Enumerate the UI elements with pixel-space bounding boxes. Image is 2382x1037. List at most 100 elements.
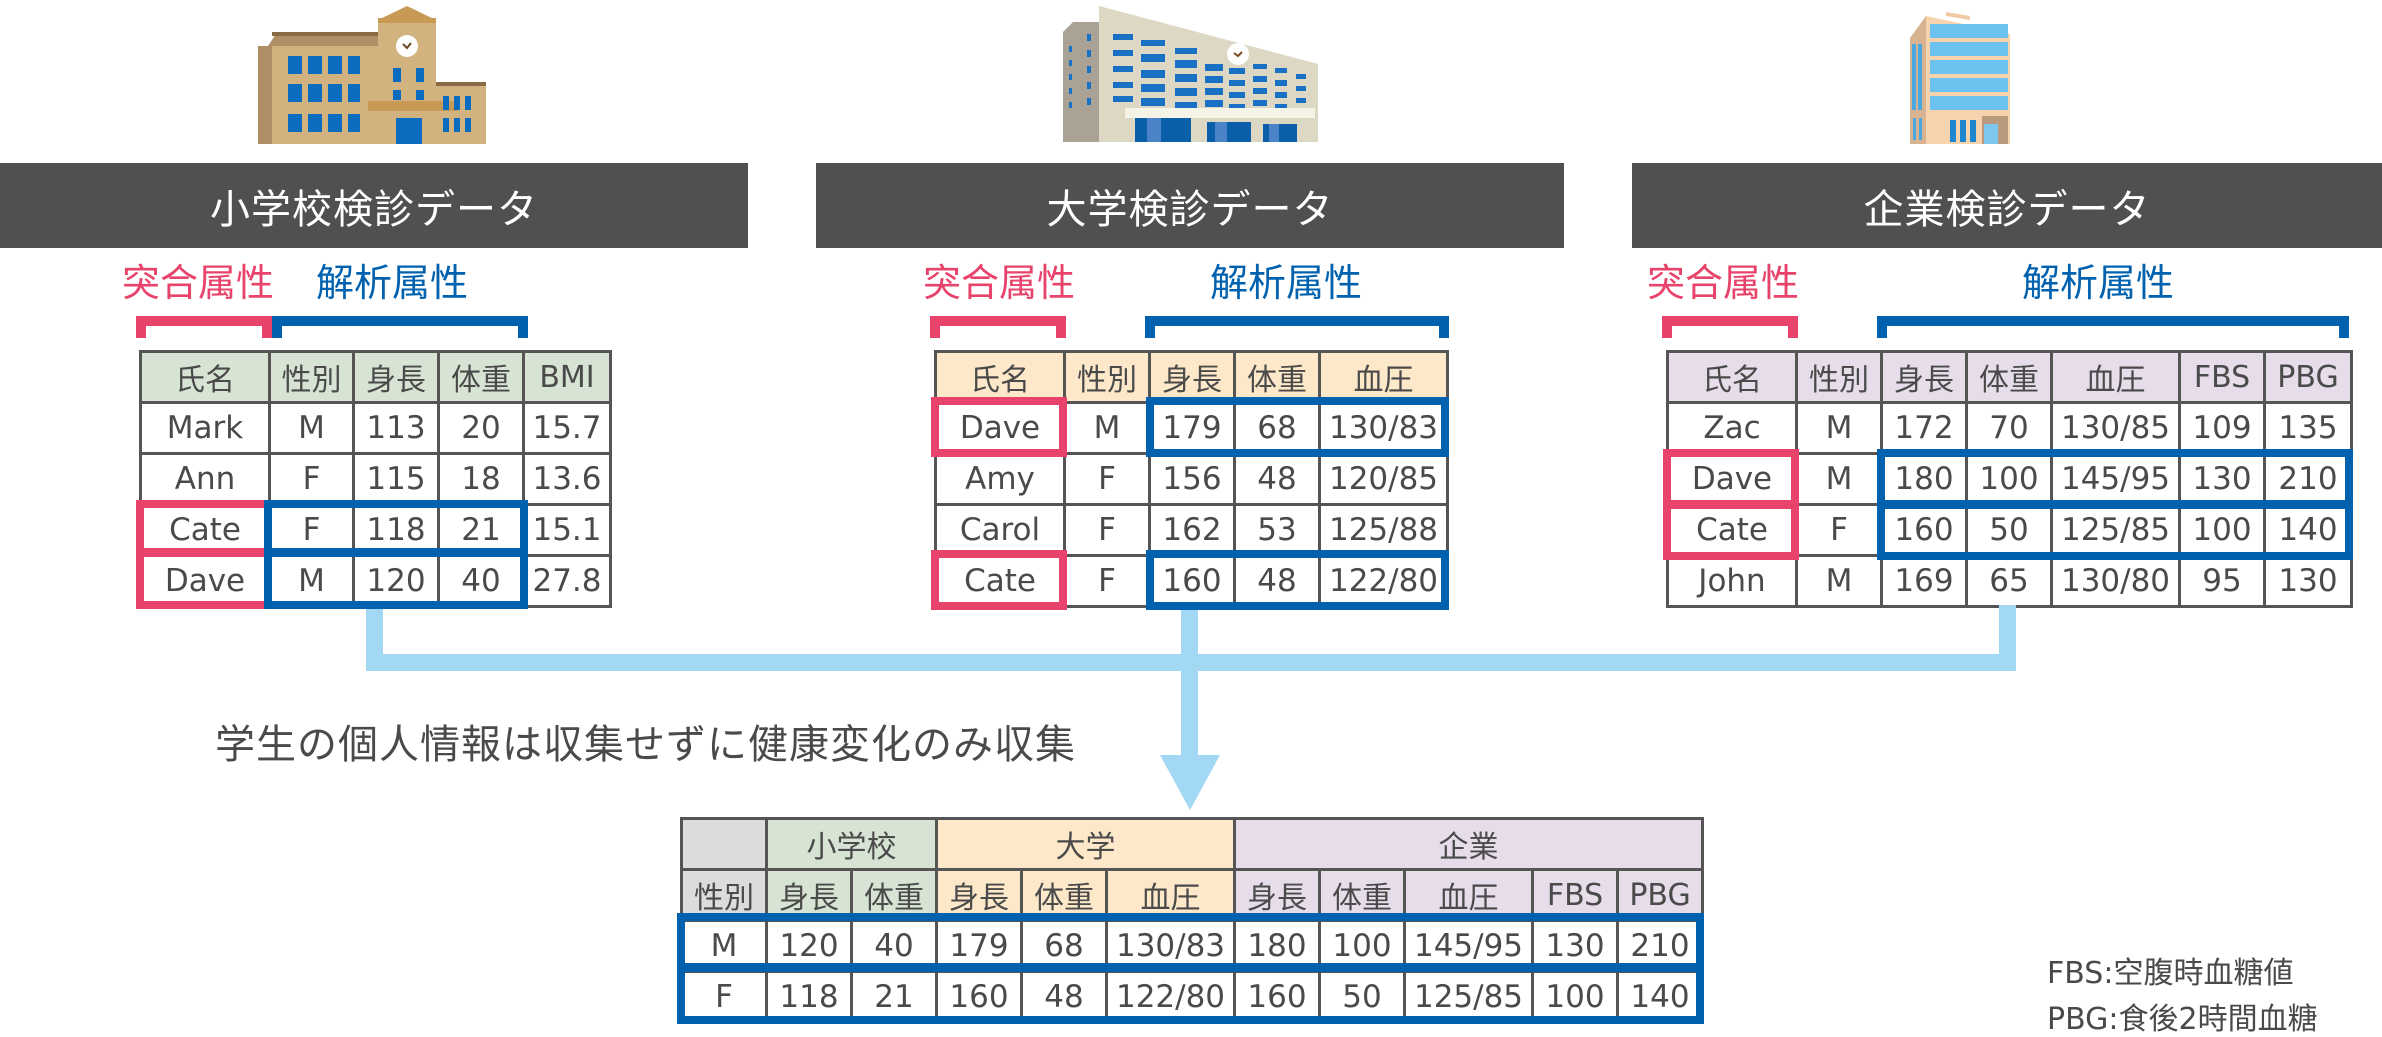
table-row: Cate F 118 21 15.1 bbox=[139, 503, 612, 557]
table-cell: M bbox=[680, 919, 768, 973]
note-fbs: FBS:空腹時血糖値 bbox=[2047, 956, 2294, 991]
table-header-row: 氏名 性別 身長 体重 BMI bbox=[139, 350, 612, 404]
table-cell: 95 bbox=[2178, 554, 2266, 608]
table-cell: 160 bbox=[1880, 503, 1968, 557]
key-attribute-label: 突合属性 bbox=[122, 261, 275, 305]
table-header-row: 氏名 性別 身長 体重 血圧 bbox=[934, 350, 1449, 404]
table-row: F 118 21 160 48 122/80 160 50 125/85 100… bbox=[680, 970, 1705, 1024]
company-health-table: 氏名 性別 身長 体重 血圧 FBS PBG Zac M 172 70 130/… bbox=[1666, 350, 2353, 608]
table-cell: Mark bbox=[139, 401, 271, 455]
analysis-attribute-label: 解析属性 bbox=[316, 261, 469, 305]
column-header: 体重 bbox=[1965, 350, 2053, 404]
university-building-icon bbox=[1063, 6, 1318, 142]
table-cell: 18 bbox=[437, 452, 525, 506]
table-row: John M 169 65 130/80 95 130 bbox=[1666, 554, 2353, 608]
column-header: PBG bbox=[2263, 350, 2353, 404]
column-header: 性別 bbox=[680, 868, 768, 922]
table-cell: 27.8 bbox=[522, 554, 612, 608]
table-cell: 130 bbox=[1531, 919, 1619, 973]
table-cell: 125/85 bbox=[2050, 503, 2181, 557]
table-cell: M bbox=[1795, 401, 1883, 455]
section-title: 小学校検診データ bbox=[210, 186, 538, 233]
school-building-icon bbox=[258, 6, 486, 144]
table-cell: 50 bbox=[1965, 503, 2053, 557]
section-header-school: 小学校検診データ bbox=[0, 163, 748, 248]
column-header: 血圧 bbox=[1318, 350, 1449, 404]
table-cell: 179 bbox=[1148, 401, 1236, 455]
key-attribute-bracket bbox=[136, 316, 272, 338]
table-cell: 15.1 bbox=[522, 503, 612, 557]
column-header: BMI bbox=[522, 350, 612, 404]
table-cell: 53 bbox=[1233, 503, 1321, 557]
table-cell: Dave bbox=[1666, 452, 1798, 506]
office-building-icon bbox=[1910, 12, 2010, 144]
caption-text: 学生の個人情報は収集せずに健康変化のみ収集 bbox=[215, 722, 1076, 768]
column-header: 身長 bbox=[352, 350, 440, 404]
table-cell: 210 bbox=[1615, 919, 1705, 973]
table-cell: 50 bbox=[1318, 970, 1406, 1024]
section-header-company: 企業検診データ bbox=[1632, 163, 2382, 248]
key-attribute-label: 突合属性 bbox=[923, 261, 1076, 305]
column-header: 体重 bbox=[1233, 350, 1321, 404]
table-cell: 140 bbox=[1615, 970, 1705, 1024]
table-row: Mark M 113 20 15.7 bbox=[139, 401, 612, 455]
table-row: Carol F 162 53 125/88 bbox=[934, 503, 1449, 557]
table-cell: 130 bbox=[2178, 452, 2266, 506]
key-attribute-label: 突合属性 bbox=[1647, 261, 1800, 305]
table-cell: Dave bbox=[139, 554, 271, 608]
table-cell: F bbox=[680, 970, 768, 1024]
table-cell: F bbox=[1063, 554, 1151, 608]
column-header: 体重 bbox=[1020, 868, 1108, 922]
table-row: Ann F 115 18 13.6 bbox=[139, 452, 612, 506]
column-header: 身長 bbox=[1148, 350, 1236, 404]
table-cell: Dave bbox=[934, 401, 1066, 455]
table-cell: 113 bbox=[352, 401, 440, 455]
table-cell: 145/95 bbox=[2050, 452, 2181, 506]
table-cell: M bbox=[1063, 401, 1151, 455]
column-header: 血圧 bbox=[1403, 868, 1534, 922]
table-cell: 40 bbox=[850, 919, 938, 973]
table-cell: 120 bbox=[765, 919, 853, 973]
arrow-down-icon bbox=[1160, 755, 1220, 810]
table-cell: F bbox=[1063, 452, 1151, 506]
table-cell: 135 bbox=[2263, 401, 2353, 455]
table-header-row: 性別 身長 体重 身長 体重 血圧 身長 体重 血圧 FBS PBG bbox=[680, 868, 1705, 922]
section-title: 企業検診データ bbox=[1863, 186, 2151, 233]
table-cell: John bbox=[1666, 554, 1798, 608]
table-row: Dave M 120 40 27.8 bbox=[139, 554, 612, 608]
column-header: FBS bbox=[2178, 350, 2266, 404]
column-header: 体重 bbox=[1318, 868, 1406, 922]
table-cell: F bbox=[268, 503, 355, 557]
table-cell: 160 bbox=[1233, 970, 1321, 1024]
table-cell: Amy bbox=[934, 452, 1066, 506]
table-row: Cate F 160 48 122/80 bbox=[934, 554, 1449, 608]
table-cell: 162 bbox=[1148, 503, 1236, 557]
table-cell: 130/83 bbox=[1318, 401, 1449, 455]
table-cell: Cate bbox=[1666, 503, 1798, 557]
table-row: Amy F 156 48 120/85 bbox=[934, 452, 1449, 506]
table-cell: 100 bbox=[1318, 919, 1406, 973]
table-row: M 120 40 179 68 130/83 180 100 145/95 13… bbox=[680, 919, 1705, 973]
table-cell: 130/80 bbox=[2050, 554, 2181, 608]
table-cell: 68 bbox=[1020, 919, 1108, 973]
column-header: PBG bbox=[1615, 868, 1705, 922]
table-cell: 122/80 bbox=[1318, 554, 1449, 608]
table-cell: 169 bbox=[1880, 554, 1968, 608]
key-attribute-bracket bbox=[1662, 316, 1798, 338]
table-cell: 68 bbox=[1233, 401, 1321, 455]
table-cell: 210 bbox=[2263, 452, 2353, 506]
merged-health-table: 小学校 大学 企業 性別 身長 体重 身長 体重 血圧 身長 体重 血圧 FBS… bbox=[680, 817, 1705, 1024]
table-cell: 122/80 bbox=[1105, 970, 1236, 1024]
table-cell: 48 bbox=[1020, 970, 1108, 1024]
column-header: 体重 bbox=[437, 350, 525, 404]
table-cell: 13.6 bbox=[522, 452, 612, 506]
school-health-table: 氏名 性別 身長 体重 BMI Mark M 113 20 15.7 Ann F… bbox=[139, 350, 612, 608]
column-header: 体重 bbox=[850, 868, 938, 922]
analysis-attribute-bracket bbox=[1145, 316, 1449, 338]
column-header: 性別 bbox=[1063, 350, 1151, 404]
analysis-attribute-bracket bbox=[1877, 316, 2349, 338]
group-header-row: 小学校 大学 企業 bbox=[680, 817, 1705, 871]
column-header: 身長 bbox=[765, 868, 853, 922]
university-health-table: 氏名 性別 身長 体重 血圧 Dave M 179 68 130/83 Amy … bbox=[934, 350, 1449, 608]
table-cell: 160 bbox=[935, 970, 1023, 1024]
